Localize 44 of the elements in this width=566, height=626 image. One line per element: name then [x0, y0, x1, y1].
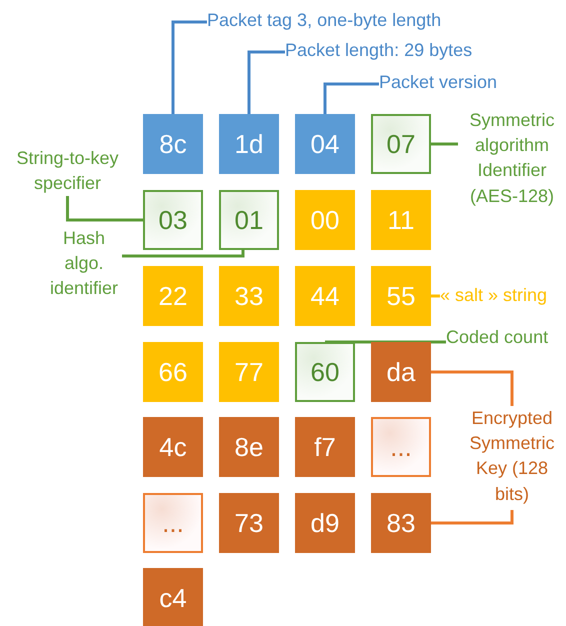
byte-box: 60	[295, 342, 355, 402]
byte-box: 33	[219, 266, 279, 326]
leader-line	[122, 250, 244, 258]
byte-box: 04	[295, 114, 355, 174]
byte-box: f7	[295, 417, 355, 477]
byte-box: 4c	[143, 417, 203, 477]
byte-box: 73	[219, 493, 279, 553]
byte-box: 55	[371, 266, 431, 326]
byte-box: d9	[295, 493, 355, 553]
leader-line	[431, 370, 514, 406]
byte-box: 01	[219, 190, 279, 250]
leader-line	[325, 340, 446, 344]
leader-line	[172, 20, 207, 114]
byte-box: 22	[143, 266, 203, 326]
byte-box: 8c	[143, 114, 203, 174]
callout-label: Encrypted Symmetric Key (128 bits)	[458, 406, 566, 510]
byte-box: 1d	[219, 114, 279, 174]
byte-box: 44	[295, 266, 355, 326]
callout-label: Symmetric algorithm Identifier (AES-128)	[458, 108, 566, 210]
callout-label: String-to-key specifier	[5, 146, 130, 196]
byte-box: 03	[143, 190, 203, 250]
callout-label: Packet version	[379, 70, 539, 98]
leader-line	[431, 142, 458, 146]
byte-box: ...	[143, 493, 203, 553]
byte-box: da	[371, 342, 431, 402]
leader-line	[324, 82, 379, 114]
byte-box: ...	[371, 417, 431, 477]
byte-box: 11	[371, 190, 431, 250]
callout-label: Packet length: 29 bytes	[285, 38, 495, 66]
byte-box: 77	[219, 342, 279, 402]
callout-label: Coded count	[446, 325, 566, 351]
leader-line	[431, 510, 514, 524]
byte-box: 8e	[219, 417, 279, 477]
byte-box: c4	[143, 568, 203, 626]
byte-box: 83	[371, 493, 431, 553]
leader-line	[248, 50, 285, 114]
leader-line	[66, 196, 143, 222]
callout-label: « salt » string	[440, 283, 566, 309]
leader-line	[431, 294, 440, 298]
byte-box: 07	[371, 114, 431, 174]
byte-box: 00	[295, 190, 355, 250]
callout-label: Packet tag 3, one-byte length	[207, 8, 467, 36]
callout-label: Hash algo. identifier	[46, 226, 122, 302]
byte-box: 66	[143, 342, 203, 402]
